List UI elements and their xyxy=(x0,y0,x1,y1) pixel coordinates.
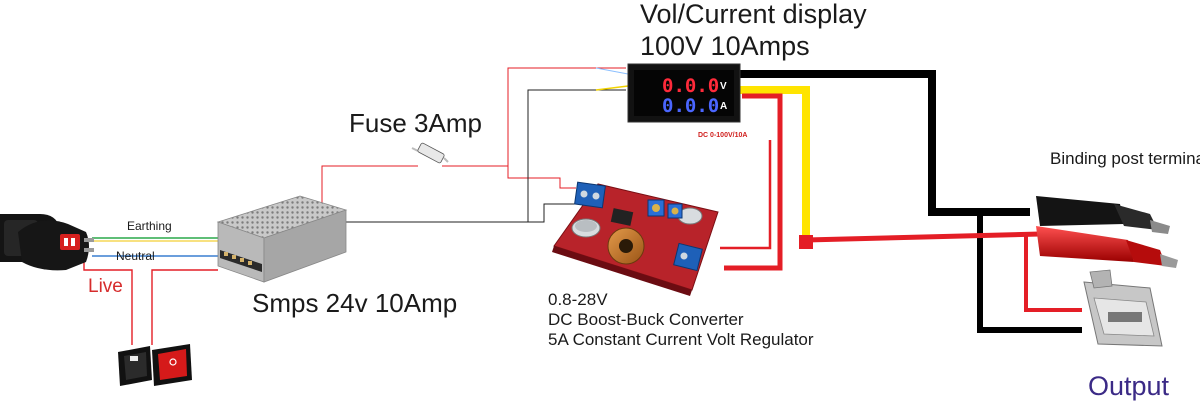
black-to-usb-wire xyxy=(977,212,1082,333)
binding-post-terminals xyxy=(1036,196,1178,268)
red-output-wire xyxy=(805,231,1041,243)
converter-name-label: DC Boost-Buck Converter xyxy=(548,310,744,329)
meter-volt-unit: V xyxy=(720,81,727,92)
red-converter-aux xyxy=(720,140,772,250)
meter-volt-reading: 0.0.0 xyxy=(662,75,719,97)
wires xyxy=(83,67,1082,345)
wire-junction xyxy=(799,235,813,249)
red-to-usb-wire xyxy=(1024,236,1082,312)
fuse-to-meter-wire xyxy=(442,67,626,167)
usb-output-socket xyxy=(1083,269,1163,347)
live-label: Live xyxy=(88,276,123,297)
mains-plug xyxy=(0,214,94,271)
smps-negative-wire xyxy=(322,89,626,223)
smps-unit xyxy=(216,195,348,283)
yellow-sense-wire xyxy=(740,86,810,240)
meter-aux-blue xyxy=(595,67,629,75)
meter-rating: DC 0-100V/10A xyxy=(698,132,748,139)
meter-amp-reading: 0.0.0 xyxy=(662,95,719,117)
rocker-switches xyxy=(118,344,192,386)
live-wire-switch-to-smps xyxy=(151,269,218,345)
smps-positive-wire xyxy=(321,165,418,212)
display-title-line2: 100V 10Amps xyxy=(640,31,810,61)
negative-to-converter-wire xyxy=(528,203,576,223)
converter-desc-label: 5A Constant Current Volt Regulator xyxy=(548,330,814,349)
buck-boost-converter xyxy=(552,181,719,296)
fuse-label: Fuse 3Amp xyxy=(349,108,482,138)
fuse xyxy=(411,142,449,164)
smps-label: Smps 24v 10Amp xyxy=(252,288,458,318)
fuse-to-converter-wire xyxy=(507,166,576,189)
neutral-label: Neutral xyxy=(116,249,155,263)
meter-amp-unit: A xyxy=(720,101,727,112)
display-title-line1: Vol/Current display xyxy=(640,0,867,29)
meter-aux-yellow xyxy=(595,85,629,91)
red-converter-to-meter xyxy=(724,93,783,271)
earthing-label: Earthing xyxy=(127,219,172,233)
live-wire-to-switch xyxy=(83,262,133,345)
converter-range-label: 0.8-28V xyxy=(548,290,608,309)
binding-post-label: Binding post terminals xyxy=(1050,149,1200,168)
output-label: Output xyxy=(1088,371,1170,401)
volt-amp-meter: 0.0.0 0.0.0 V A xyxy=(627,63,741,123)
